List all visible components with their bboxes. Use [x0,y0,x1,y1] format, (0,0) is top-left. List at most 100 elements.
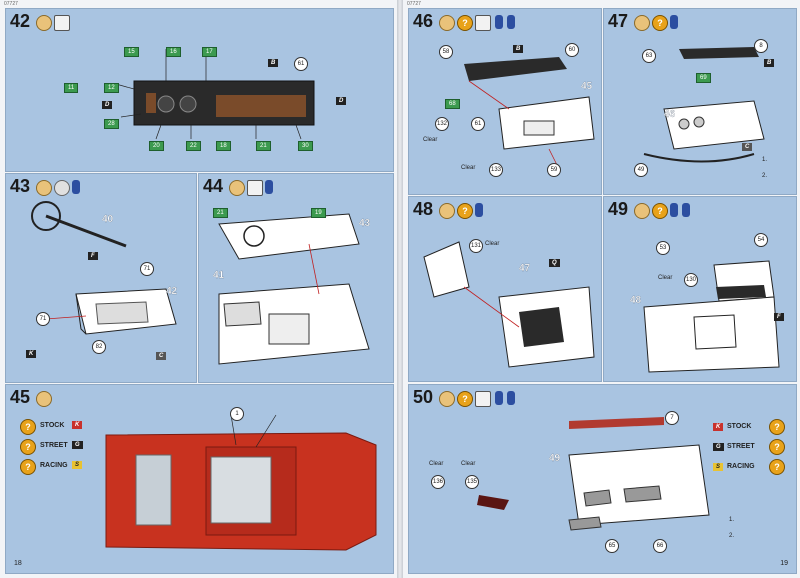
part-8: 8 [754,39,768,53]
glue-icon [54,180,70,196]
paint-tube-icon [265,180,273,194]
part-label-43: 43 [359,218,371,229]
step-45-panel: 45 ? STOCK K ? STREET G ? RACING S 1 18 [5,384,394,574]
interior-illustration [218,213,370,365]
decal-tag-17: 17 [202,47,217,57]
part-label-41: 41 [213,270,225,281]
flag-f: F [88,252,98,260]
question-icon: ? [769,459,785,475]
option-street-code: G [72,441,83,449]
option-stock-code: K [72,421,83,429]
part-53: 53 [656,241,670,255]
brush-icon [634,15,650,31]
flag-b: B [513,45,524,53]
decal-tag-69: 69 [696,73,711,83]
flag-k: K [26,350,37,358]
flag-b: B [764,59,775,67]
steering-dash-illustration [31,201,177,335]
part-label-48: 48 [630,295,642,306]
sequence-2: 2. [729,533,735,539]
decal-icon [54,15,70,31]
decal-tag-68: 68 [445,99,460,109]
part-65: 65 [605,539,619,553]
part-82: 82 [92,340,106,354]
part-71b: 71 [36,312,50,326]
part-131: 131 [469,239,483,253]
part-60: 60 [565,43,579,57]
option-street-label: STREET [40,442,68,449]
part-130: 130 [684,273,698,287]
brush-icon [439,15,455,31]
step-number: 43 [10,176,31,196]
question-icon: ? [652,15,668,31]
flag-f: F [774,313,784,321]
left-page: 07727 42 15 16 17 11 12 28 20 22 18 21 [0,0,397,578]
brush-icon [36,391,52,407]
clear-label: Clear [485,241,500,247]
part-133: 133 [489,163,503,177]
part-136: 136 [431,475,445,489]
part-label-45: 45 [581,81,593,92]
flag-d-right: D [336,97,347,105]
window-insert-illustration [643,260,780,373]
part-7: 7 [665,411,679,425]
flag-q: Q [549,259,560,267]
step-44-panel: 44 21 19 43 41 [198,173,394,383]
option-street-label: STREET [727,443,755,450]
decal-icon [475,15,491,31]
step-number: 48 [413,199,434,219]
book-fold [397,0,403,578]
decal-icon [475,391,491,407]
decal-tag-11: 11 [64,83,79,93]
step-46-panel: 46 ? 58 B 60 45 68 132 61 Clear Clear 13… [408,8,602,195]
option-stock-label: STOCK [40,422,65,429]
option-stock-code: K [713,423,724,431]
option-racing-label: RACING [40,462,68,469]
flag-b: B [268,59,279,67]
front-bumper-illustration [477,417,710,531]
step-50-panel: 50 ? 7 49 Clear Clear 136 135 65 66 K ST… [408,384,797,574]
part-132: 132 [435,117,449,131]
paint-tube-icon [507,391,515,405]
clear-label: Clear [461,461,476,467]
paint-tube-icon [507,15,515,29]
paint-tube-icon [670,203,678,217]
brush-icon [439,391,455,407]
part-label-47: 47 [519,263,531,274]
clear-label: Clear [658,275,673,281]
part-1: 1 [230,407,244,421]
paint-tube-icon [495,15,503,29]
header-code: 07727 [407,1,421,7]
brush-icon [36,180,52,196]
step-47-panel: 47 ? 8 B 63 69 46 49 C 1. 2. [603,8,797,195]
paint-tube-icon [495,391,503,405]
brush-icon [229,180,245,196]
decal-tag-16: 16 [166,47,181,57]
part-54: 54 [754,233,768,247]
rear-window-illustration [423,241,595,368]
rear-bumper-illustration [464,57,595,170]
clear-label: Clear [429,461,444,467]
flag-c: C [742,143,753,151]
option-stock-label: STOCK [727,423,752,430]
option-racing-code: S [713,463,724,471]
part-71: 71 [140,262,154,276]
part-63: 63 [642,49,656,63]
clear-label: Clear [461,165,476,171]
decal-tag-12: 12 [104,83,119,93]
step-number: 50 [413,387,434,407]
flag-c: C [156,352,167,360]
brush-icon [634,203,650,219]
sequence-1: 1. [762,157,768,163]
option-street-code: G [713,443,724,451]
decal-tag-15: 15 [124,47,139,57]
question-icon: ? [20,439,36,455]
question-icon: ? [652,203,668,219]
paint-tube-icon [475,203,483,217]
part-59: 59 [547,163,561,177]
part-label-49: 49 [549,453,561,464]
rear-panel-illustration [643,47,765,163]
step-number: 42 [10,11,31,31]
decal-tag-28: 28 [104,119,119,129]
paint-tube-icon [682,203,690,217]
